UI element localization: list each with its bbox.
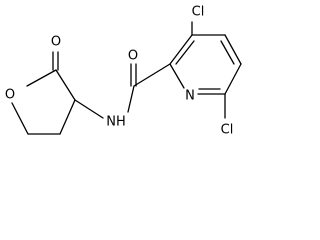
lactone-ring xyxy=(11,51,76,135)
bond-c2-c3-pyr xyxy=(169,34,193,65)
atom-cl-bottom: Cl xyxy=(221,123,234,138)
chemical-structure-diagram: O O NH O Cl N Cl xyxy=(5,5,242,138)
bond-c5-o-ring xyxy=(11,102,29,135)
bond-n-carbonyl-c xyxy=(127,85,135,113)
bond-c4-c5-pyr xyxy=(224,34,242,65)
bond-n-c2-pyr xyxy=(169,63,185,89)
atom-labels: O O NH O Cl N Cl xyxy=(5,5,233,138)
atom-nh: NH xyxy=(106,115,126,130)
amide-linkage xyxy=(74,63,171,119)
atom-o-amide: O xyxy=(128,49,138,64)
bond-c3-c4 xyxy=(59,99,76,135)
pyridine-ring xyxy=(169,21,242,119)
bond-c2-c3-pyr-inner xyxy=(175,40,195,65)
bond-c2-c3 xyxy=(55,69,76,101)
bond-c3-n xyxy=(74,99,104,119)
bond-c4-c5-pyr-inner xyxy=(220,40,235,65)
atom-o-ring: O xyxy=(5,88,15,103)
atom-cl-top: Cl xyxy=(192,5,205,20)
atom-o-carbonyl-lactone: O xyxy=(51,35,61,50)
bond-c5-c6-pyr xyxy=(224,63,242,95)
bond-o-ring-c2 xyxy=(26,69,57,87)
atom-n-pyridine: N xyxy=(185,89,195,104)
bond-carbonyl-c-ring xyxy=(133,63,171,87)
